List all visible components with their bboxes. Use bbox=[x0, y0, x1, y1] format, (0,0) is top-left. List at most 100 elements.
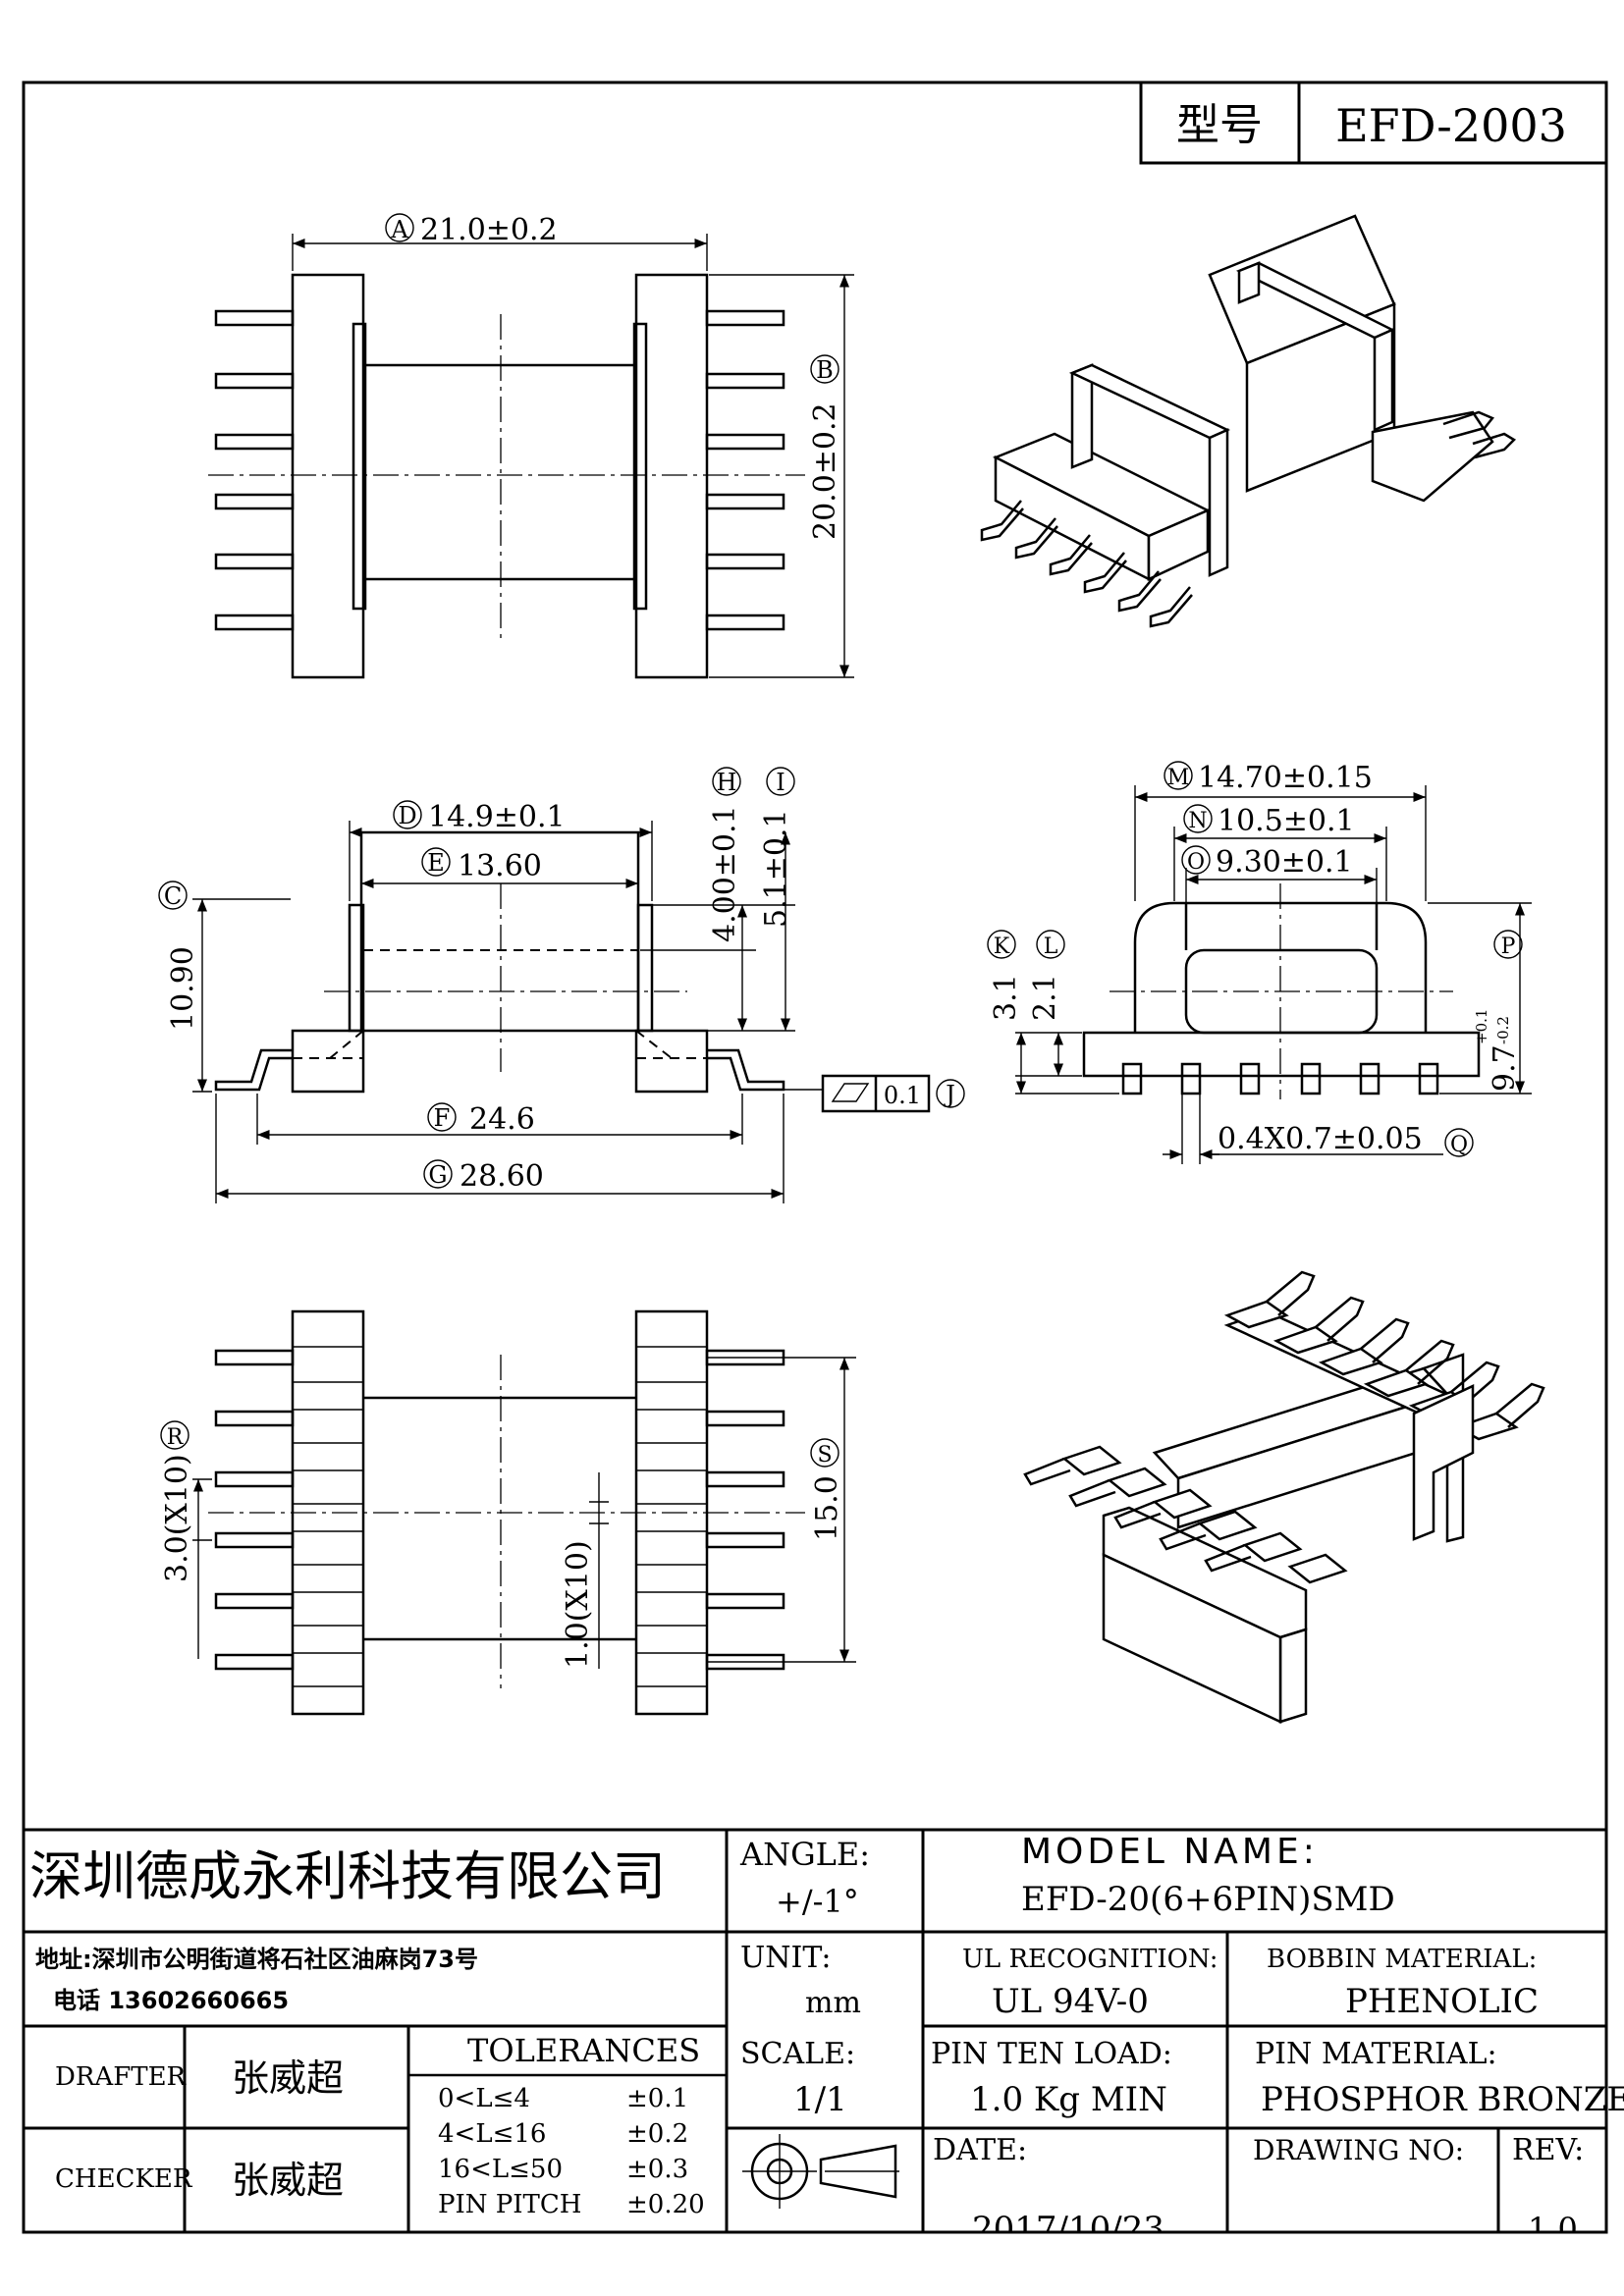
angle-value: +/-1° bbox=[776, 1883, 859, 1920]
dim-H: 4.00±0.1 bbox=[708, 805, 742, 942]
marker-K bbox=[987, 930, 1016, 959]
svg-text:D: D bbox=[398, 802, 416, 829]
svg-text:I: I bbox=[776, 769, 785, 796]
checker-name: 张威超 bbox=[232, 2159, 344, 2202]
tol-range-2: 4<L≤16 bbox=[438, 2119, 546, 2149]
top-view: A 21.0±0.2 B 20.0±0.2 bbox=[208, 213, 854, 679]
marker-I bbox=[766, 767, 795, 796]
bobbin-label: BOBBIN MATERIAL: bbox=[1267, 1945, 1537, 1974]
dim-N: 10.5±0.1 bbox=[1218, 804, 1355, 838]
projection-symbol bbox=[742, 2134, 899, 2209]
tol-value-4: ±0.20 bbox=[626, 2190, 705, 2219]
dim-F: 24.6 bbox=[469, 1102, 535, 1137]
dim-P: 9.7 bbox=[1488, 1044, 1522, 1092]
svg-text:K: K bbox=[994, 934, 1010, 959]
svg-text:N: N bbox=[1188, 809, 1207, 833]
drafter-name: 张威超 bbox=[232, 2056, 344, 2100]
ul-label: UL RECOGNITION: bbox=[962, 1945, 1218, 1974]
svg-text:O: O bbox=[1187, 850, 1205, 875]
rev-label: REV: bbox=[1512, 2133, 1584, 2167]
svg-text:S: S bbox=[817, 1443, 832, 1468]
marker-B bbox=[810, 354, 839, 384]
company-name: 深圳德成永利科技有限公司 bbox=[29, 1845, 666, 1907]
isometric-view-top bbox=[980, 214, 1517, 628]
marker-N bbox=[1183, 804, 1213, 833]
dim-P-tol-plus: +0.1 bbox=[1473, 1009, 1490, 1044]
marker-A bbox=[385, 213, 414, 242]
scale-value: 1/1 bbox=[793, 2080, 847, 2119]
marker-E bbox=[421, 847, 451, 877]
marker-S bbox=[810, 1438, 839, 1468]
svg-text:P: P bbox=[1501, 934, 1516, 959]
model-header-label: 型号 bbox=[1176, 100, 1263, 150]
pin-load-label: PIN TEN LOAD: bbox=[931, 2037, 1172, 2071]
tol-range-4: PIN PITCH bbox=[438, 2190, 581, 2219]
bottom-view: R 3.0(X10) 1.0(X10) S 15.0 bbox=[160, 1309, 856, 1716]
model-header-box: 型号 EFD-2003 bbox=[1139, 80, 1608, 165]
date-label: DATE: bbox=[933, 2133, 1027, 2167]
company-address: 地址:深圳市公明街道将石社区油麻岗73号 bbox=[35, 1946, 478, 1973]
dim-E: 13.60 bbox=[458, 849, 542, 883]
svg-text:B: B bbox=[816, 356, 834, 384]
drawing-no-label: DRAWING NO: bbox=[1253, 2134, 1464, 2166]
pin-material-label: PIN MATERIAL: bbox=[1255, 2037, 1497, 2071]
tolerances-label: TOLERANCES bbox=[467, 2032, 700, 2069]
date-value: 2017/10/23 bbox=[972, 2210, 1164, 2249]
marker-F bbox=[427, 1102, 457, 1132]
svg-text:L: L bbox=[1044, 934, 1058, 959]
tol-range-1: 0<L≤4 bbox=[438, 2084, 530, 2113]
scale-label: SCALE: bbox=[740, 2037, 855, 2071]
pin-load-value: 1.0 Kg MIN bbox=[970, 2080, 1167, 2119]
svg-text:M: M bbox=[1167, 766, 1190, 790]
dim-I: 5.1±0.1 bbox=[759, 809, 793, 928]
angle-label: ANGLE: bbox=[739, 1836, 870, 1873]
svg-text:H: H bbox=[717, 769, 737, 796]
svg-text:C: C bbox=[164, 882, 182, 910]
svg-text:J: J bbox=[943, 1081, 955, 1108]
svg-text:Q: Q bbox=[1450, 1133, 1468, 1157]
dim-Q: 0.4X0.7±0.05 bbox=[1218, 1122, 1423, 1156]
dim-M: 14.70±0.15 bbox=[1198, 761, 1373, 795]
tol-range-3: 16<L≤50 bbox=[438, 2155, 563, 2184]
marker-M bbox=[1164, 761, 1193, 790]
dim-S: 15.0 bbox=[810, 1475, 844, 1541]
dim-R2: 1.0(X10) bbox=[561, 1540, 595, 1669]
side-view: C 10.90 D 14.9±0.1 E 13.60 H I 4.00±0.1 … bbox=[158, 767, 965, 1203]
isometric-view-bottom bbox=[1023, 1270, 1545, 1724]
model-name-label: MODEL NAME: bbox=[1021, 1832, 1319, 1872]
rev-value: 1.0 bbox=[1528, 2211, 1578, 2248]
unit-label: UNIT: bbox=[740, 1941, 831, 1975]
ul-value: UL 94V-0 bbox=[992, 1982, 1149, 2021]
dim-O: 9.30±0.1 bbox=[1216, 845, 1353, 880]
svg-text:E: E bbox=[427, 849, 445, 877]
svg-text:A: A bbox=[390, 216, 408, 243]
marker-G bbox=[423, 1159, 453, 1189]
unit-value: mm bbox=[805, 1986, 861, 2020]
dim-D: 14.9±0.1 bbox=[428, 800, 566, 834]
pin-material-value: PHOSPHOR BRONZE bbox=[1261, 2080, 1624, 2119]
marker-H bbox=[712, 767, 741, 796]
dim-K: 3.1 bbox=[989, 974, 1023, 1021]
model-header-value: EFD-2003 bbox=[1335, 99, 1567, 152]
dim-R: 3.0(X10) bbox=[160, 1454, 194, 1582]
checker-label: CHECKER bbox=[55, 2164, 193, 2194]
drafter-label: DRAFTER bbox=[55, 2062, 188, 2092]
dim-A: 21.0±0.2 bbox=[420, 213, 558, 247]
dim-B: 20.0±0.2 bbox=[808, 402, 842, 540]
company-phone: 电话 13602660665 bbox=[53, 1987, 289, 2014]
tol-value-2: ±0.2 bbox=[626, 2119, 688, 2149]
dim-C: 10.90 bbox=[166, 946, 200, 1031]
marker-C bbox=[158, 881, 188, 910]
bobbin-value: PHENOLIC bbox=[1345, 1982, 1539, 2021]
svg-text:F: F bbox=[434, 1104, 451, 1132]
marker-J bbox=[936, 1079, 965, 1108]
model-name-value: EFD-20(6+6PIN)SMD bbox=[1021, 1880, 1395, 1919]
marker-Q bbox=[1444, 1128, 1474, 1157]
svg-text:R: R bbox=[167, 1425, 185, 1450]
title-block: 深圳德成永利科技有限公司 地址:深圳市公明街道将石社区油麻岗73号 电话 136… bbox=[24, 1828, 1624, 2249]
drawing-frame bbox=[22, 80, 1608, 2234]
tol-value-1: ±0.1 bbox=[626, 2084, 688, 2113]
end-view: M 14.70±0.15 N 10.5±0.1 O 9.30±0.1 K L 3… bbox=[987, 761, 1532, 1164]
marker-O bbox=[1181, 845, 1211, 875]
